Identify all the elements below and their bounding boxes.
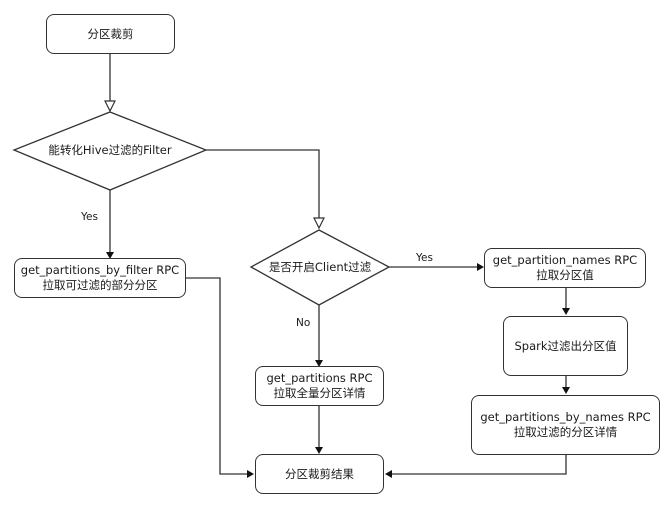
arrow-icon [315, 360, 323, 367]
node-partition-names-line2: 拉取分区值 [536, 268, 594, 282]
arrow-icon [315, 447, 323, 454]
node-start-label: 分区裁剪 [87, 26, 134, 41]
node-by-names: get_partitions_by_names RPC 拉取过滤的分区详情 [471, 395, 660, 455]
node-by-names-line1: get_partitions_by_names RPC [480, 410, 651, 424]
node-by-names-line2: 拉取过滤的分区详情 [513, 425, 618, 439]
decision-client-label: 是否开启Client过滤 [268, 260, 372, 274]
edge-label-hive-yes: Yes [81, 211, 98, 223]
node-result-label: 分区裁剪结果 [285, 466, 354, 481]
arrow-icon [106, 252, 114, 259]
node-partition-names: get_partition_names RPC 拉取分区值 [484, 248, 646, 288]
edge-bynames-to-result [391, 455, 567, 475]
edge-hive-to-client [206, 149, 320, 219]
node-start: 分区裁剪 [46, 14, 175, 54]
node-get-partitions: get_partitions RPC 拉取全量分区详情 [255, 366, 384, 406]
arrow-icon [477, 263, 484, 271]
node-partition-names-line1: get_partition_names RPC [492, 253, 638, 267]
edge-label-client-yes: Yes [416, 252, 433, 264]
node-get-partitions-line2: 拉取全量分区详情 [273, 386, 366, 400]
node-spark-filter-label: Spark过滤出分区值 [514, 338, 617, 353]
node-get-partitions-line1: get_partitions RPC [266, 371, 373, 385]
node-spark-filter: Spark过滤出分区值 [503, 316, 628, 376]
edge-byfilter-to-result [185, 277, 248, 475]
arrow-icon [562, 387, 570, 394]
decision-hive-label: 能转化Hive过滤的Filter [48, 143, 172, 157]
open-arrow-icon [313, 217, 325, 230]
node-result: 分区裁剪结果 [255, 454, 384, 494]
open-arrow-icon [104, 100, 116, 113]
arrow-icon [562, 308, 570, 315]
edge-label-client-no: No [296, 317, 311, 329]
arrow-icon [247, 470, 254, 478]
node-by-filter-line1: get_partitions_by_filter RPC [20, 263, 180, 277]
node-by-filter: get_partitions_by_filter RPC 拉取可过滤的部分分区 [14, 258, 186, 298]
arrow-icon [385, 470, 392, 478]
node-by-filter-line2: 拉取可过滤的部分分区 [42, 278, 158, 292]
